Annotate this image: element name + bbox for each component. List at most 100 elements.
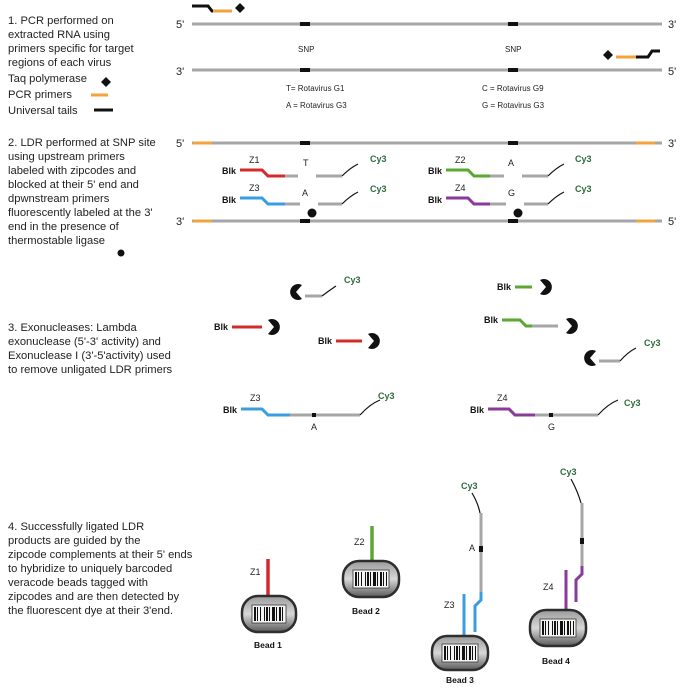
step1-line: 1. PCR performed on [8,15,114,27]
snp-label: SNP [298,45,314,54]
snp-label: SNP [505,45,521,54]
step2-line: end in the presence of [8,221,120,233]
snp-mark [508,68,518,72]
barcode-icon [355,572,387,586]
step3-text: 3. Exonucleases: Lambda exonuclease (5'-… [8,322,173,376]
strand-end-label: 3' [668,19,676,31]
bead-2 [341,559,401,599]
blocker-label: Blk [318,336,333,346]
barcode-stripe [542,621,544,635]
barcode-stripe [386,572,387,586]
blocker-label: Blk [428,195,443,205]
barcode-stripe [462,646,465,660]
barcode-stripe [377,572,378,586]
unligated-upstream-primer [502,318,532,328]
zip-label: Z1 [249,155,260,165]
barcode-stripe [383,572,384,586]
blocker-label: Blk [497,282,512,292]
barcode-stripe [355,572,357,586]
taq-polymerase-icon [603,50,613,60]
step2-line: 2. LDR performed at SNP site [8,137,156,149]
bead-label: Bead 4 [542,656,570,666]
step2-line: fluorescently labeled at the 3' [8,207,153,219]
strand-end-label: 3' [176,216,184,228]
exonuclease-icon [566,317,578,334]
barcode-stripe [573,621,574,635]
barcode-stripe [254,607,256,621]
cy3-label: Cy3 [461,481,478,491]
zip-label: Z4 [497,393,508,403]
barcode-icon [542,621,574,635]
legend-pcr-label: PCR primers [8,89,72,101]
exonuclease-icon [290,284,302,300]
step4-text: 4. Successfully ligated LDR products are… [8,521,193,617]
barcode-stripe [282,607,283,621]
step3-line: exonuclease (5'-3' activity) and [8,336,161,348]
z4-upstream-primer [446,196,490,206]
barcode-stripe [279,607,281,621]
barcode-stripe [361,572,362,586]
barcode-stripe [472,646,473,660]
genotype-t: T= Rotavirus G1 [286,84,345,93]
barcode-stripe [264,607,265,621]
zip-label: Z1 [250,567,261,577]
snp-mark [300,22,310,26]
snp-mark [300,219,310,223]
snp-mark [312,413,316,417]
exonuclease-icon [268,319,280,335]
step2-text: 2. LDR performed at SNP site using upstr… [8,137,156,247]
snp-base-a: A [508,158,514,168]
strand-end-label: 5' [176,138,184,150]
barcode-stripe [466,646,467,660]
barcode-stripe [456,646,458,660]
cy3-label: Cy3 [560,467,577,477]
barcode-stripe [459,646,460,660]
reverse-primer-tail [636,49,660,59]
cy3-linker [341,191,359,205]
cy3-linker [547,163,565,177]
barcode-stripe [450,646,451,660]
snp-base-a: A [469,543,475,553]
step4-line: zipcodes and are then detected by [8,591,179,603]
barcode-icon [444,646,476,660]
strand-end-label: 5' [176,19,184,31]
cy3-linker [359,399,381,416]
barcode-stripe [570,621,571,635]
z4-ligated-zipcode [488,407,535,417]
zip-label: Z3 [250,393,261,403]
barcode-stripe [557,621,558,635]
legend-taq-label: Taq polymerase [8,73,87,85]
snp-mark [580,538,584,544]
step1-line: regions of each virus [8,57,112,69]
snp-mark [300,68,310,72]
zip-label: Z2 [455,155,466,165]
strand-end-label: 3' [176,66,184,78]
step4-line: to hybridize to uniquely barcoded [8,563,172,575]
exonuclease-icon [540,279,552,295]
snp-base-a: A [302,188,308,198]
zip-label: Z4 [455,183,466,193]
taq-polymerase-icon [101,77,111,87]
cy3-linker [321,285,337,297]
blocker-label: Blk [484,315,499,325]
barcode-stripe [475,646,476,660]
barcode-stripe [567,621,569,635]
blocker-label: Blk [214,322,229,332]
step4-line: veracode beads tagged with [8,577,148,589]
cy3-label: Cy3 [624,398,641,408]
snp-mark [479,546,483,552]
step3-line: to remove unligated LDR primers [8,364,173,376]
step1-line: primers specific for target [8,43,134,55]
barcode-stripe [260,607,261,621]
cy3-linker [471,492,481,514]
barcode-stripe [545,621,546,635]
snp-base-g: G [508,188,515,198]
zip-label: Z4 [543,582,554,592]
z3-upstream-primer [240,196,285,206]
blocker-label: Blk [428,166,443,176]
blocker-label: Blk [222,166,237,176]
zip-label: Z3 [444,600,455,610]
barcode-stripe [469,646,471,660]
bead-label: Bead 2 [352,606,380,616]
